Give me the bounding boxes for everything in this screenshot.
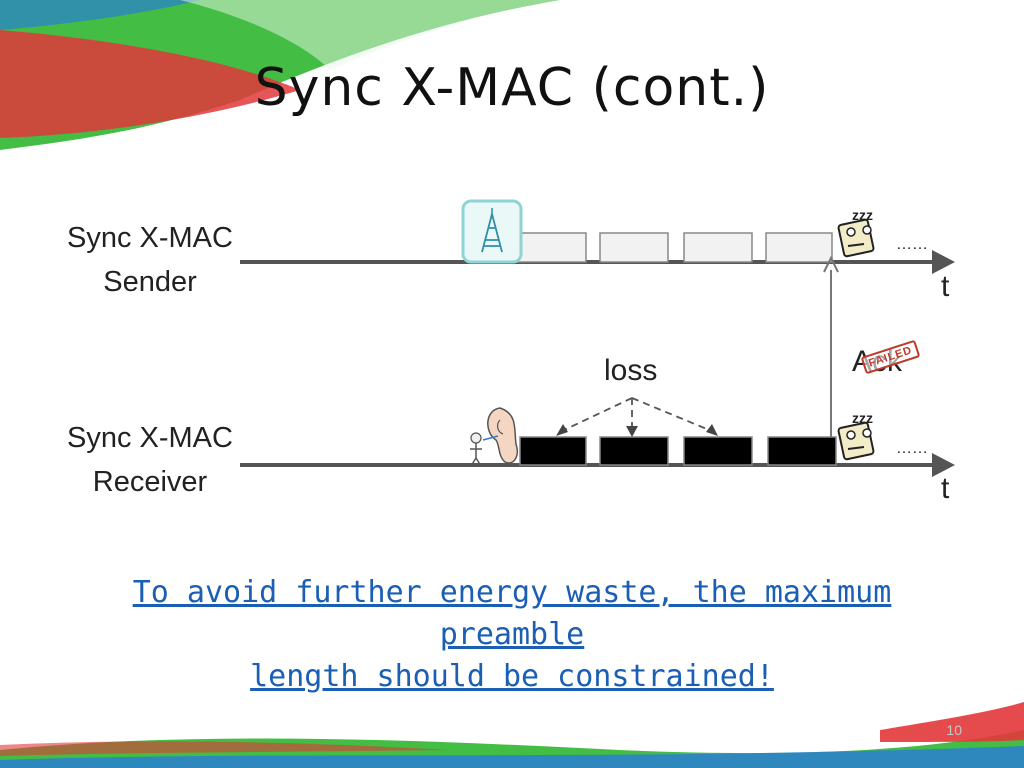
conclusion-note-line1: To avoid further energy waste, the maxim… xyxy=(132,575,892,652)
sender-preamble-packet xyxy=(683,232,753,263)
timing-diagram: zzz zzz xyxy=(240,199,955,477)
receiver-axis-arrowhead xyxy=(932,453,955,477)
receiver-continuation-dots: …… xyxy=(896,440,928,457)
svg-text:zzz: zzz xyxy=(852,207,873,223)
loss-label: loss xyxy=(604,354,658,387)
sender-continuation-dots: …… xyxy=(896,236,928,253)
antenna-icon xyxy=(461,199,523,264)
listening-ear-icon xyxy=(470,407,518,467)
receiver-label-line1: Sync X-MAC xyxy=(67,422,233,454)
sleeping-face-icon: zzz xyxy=(837,207,875,258)
sender-label: Sync X-MAC Sender xyxy=(40,216,260,304)
sender-preamble-packet xyxy=(599,232,669,263)
sender-time-label: t xyxy=(941,270,950,303)
receiver-time-label: t xyxy=(941,472,950,505)
receiver-preamble-packet xyxy=(599,436,669,466)
decorative-swoosh-bottom xyxy=(0,702,1024,768)
loss-arrowheads xyxy=(556,424,718,437)
sender-preamble-packet xyxy=(765,232,833,263)
slide-title: Sync X-MAC (cont.) xyxy=(254,58,770,118)
sender-label-line2: Sender xyxy=(103,266,197,298)
receiver-preamble-packet xyxy=(519,436,587,466)
receiver-preamble-packet xyxy=(683,436,753,466)
sender-axis-arrowhead xyxy=(932,250,955,274)
receiver-label: Sync X-MAC Receiver xyxy=(40,416,260,504)
page-number: 10 xyxy=(946,722,962,738)
receiver-label-line2: Receiver xyxy=(92,466,208,498)
sender-preamble-packet xyxy=(517,232,587,263)
sleeping-face-icon: zzz xyxy=(837,410,875,461)
svg-text:zzz: zzz xyxy=(852,410,873,426)
ack-arrowhead xyxy=(823,255,839,273)
conclusion-note: To avoid further energy waste, the maxim… xyxy=(60,572,964,698)
sender-label-line1: Sync X-MAC xyxy=(67,222,233,254)
conclusion-note-line2: length should be constrained! xyxy=(250,659,774,694)
decorative-swoosh-top xyxy=(0,0,560,150)
receiver-preamble-packet xyxy=(767,436,837,466)
